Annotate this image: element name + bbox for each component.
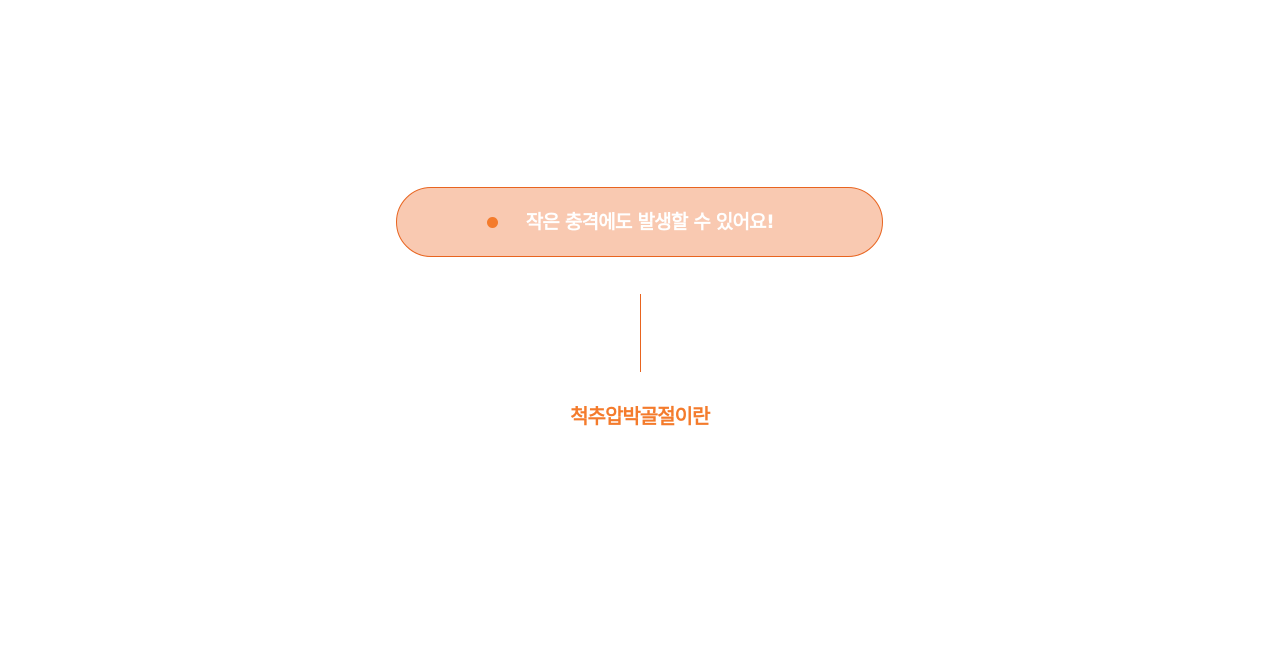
dot-icon <box>487 217 498 228</box>
callout-pill: 작은 충격에도 발생할 수 있어요! <box>396 187 883 257</box>
vertical-divider <box>640 294 641 372</box>
section-title: 척추압박골절이란 <box>570 404 710 428</box>
callout-text: 작은 충격에도 발생할 수 있어요! <box>526 211 775 233</box>
